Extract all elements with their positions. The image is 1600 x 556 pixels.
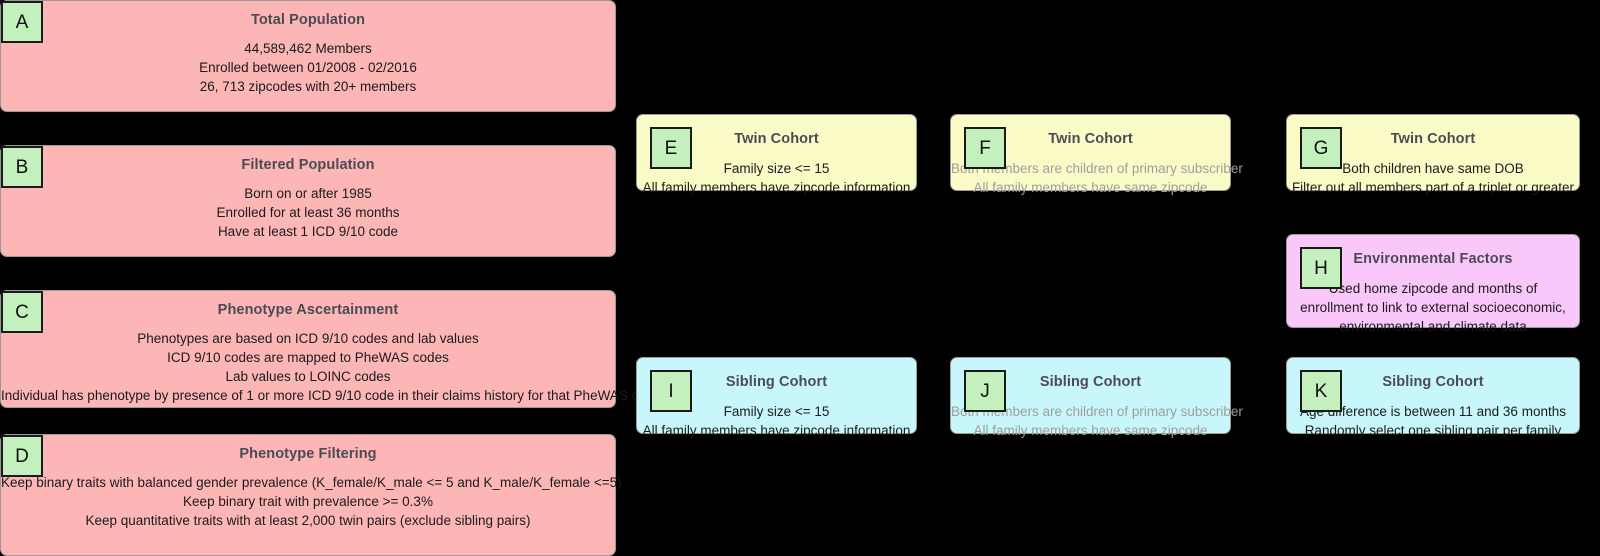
node-j-line-2: All family members have same zipcode <box>973 423 1208 438</box>
node-k-line-1: Age difference is between 11 and 36 mont… <box>1300 404 1566 419</box>
node-a-line-1: 44,589,462 Members <box>244 41 372 56</box>
node-d-phenotype-filtering[interactable]: D Phenotype Filtering Keep binary traits… <box>0 434 622 556</box>
node-j-badge: J <box>964 370 1006 412</box>
node-g-title: Twin Cohort <box>1390 131 1476 147</box>
node-d-line-1: Keep binary traits with balanced gender … <box>1 475 622 490</box>
node-a-title: Total Population <box>250 12 366 28</box>
node-h-line-1: Used home zipcode and months of enrollme… <box>1300 281 1566 334</box>
node-b-badge: B <box>1 146 43 188</box>
node-d-lines: Keep binary traits with balanced gender … <box>1 473 622 530</box>
node-h-title: Environmental Factors <box>1353 251 1513 267</box>
node-e-lines: Family size <= 15 All family members hav… <box>637 159 916 197</box>
node-a-line-2: Enrolled between 01/2008 - 02/2016 <box>199 60 417 75</box>
node-g-line-2: Filter out all members part of a triplet… <box>1291 180 1575 195</box>
node-a-total-population[interactable]: A Total Population 44,589,462 Members En… <box>0 0 616 112</box>
node-c-badge: C <box>1 291 43 333</box>
node-b-line-3: Have at least 1 ICD 9/10 code <box>217 224 399 239</box>
node-i-sibling-cohort[interactable]: I Sibling Cohort Family size <= 15 All f… <box>636 357 917 438</box>
node-i-title: Sibling Cohort <box>725 374 828 390</box>
node-c-phenotype-ascertainment[interactable]: C Phenotype Ascertainment Phenotypes are… <box>0 290 661 408</box>
node-d-title: Phenotype Filtering <box>239 446 377 462</box>
node-g-lines: Both children have same DOB Filter out a… <box>1287 159 1579 197</box>
node-e-line-2: All family members have zipcode informat… <box>642 180 911 195</box>
node-d-badge: D <box>1 435 43 477</box>
node-a-line-3: 26, 713 zipcodes with 20+ members <box>199 79 417 94</box>
node-e-line-1: Family size <= 15 <box>723 161 830 176</box>
node-j-sibling-cohort[interactable]: J Sibling Cohort Both members are childr… <box>950 357 1243 438</box>
node-f-line-1: Both members are children of primary sub… <box>951 161 1243 176</box>
node-i-lines: Family size <= 15 All family members hav… <box>637 402 916 440</box>
node-j-line-1: Both members are children of primary sub… <box>951 404 1243 419</box>
node-k-lines: Age difference is between 11 and 36 mont… <box>1287 402 1579 440</box>
node-f-lines: Both members are children of primary sub… <box>951 159 1243 197</box>
node-h-lines: Used home zipcode and months of enrollme… <box>1287 279 1579 336</box>
node-d-line-3: Keep quantitative traits with at least 2… <box>85 513 531 528</box>
node-f-twin-cohort[interactable]: F Twin Cohort Both members are children … <box>950 114 1243 195</box>
node-e-title: Twin Cohort <box>734 131 819 147</box>
node-i-line-2: All family members have zipcode informat… <box>642 423 911 438</box>
node-f-badge: F <box>964 127 1006 169</box>
node-b-filtered-population[interactable]: B Filtered Population Born on or after 1… <box>0 145 616 257</box>
node-c-title: Phenotype Ascertainment <box>217 302 399 318</box>
node-c-line-3: Lab values to LOINC codes <box>225 369 391 384</box>
node-g-line-1: Both children have same DOB <box>1342 161 1524 176</box>
node-c-lines: Phenotypes are based on ICD 9/10 codes a… <box>1 329 661 405</box>
node-h-badge: H <box>1300 247 1342 289</box>
node-i-badge: I <box>650 370 692 412</box>
node-j-lines: Both members are children of primary sub… <box>951 402 1243 440</box>
node-k-title: Sibling Cohort <box>1382 374 1484 390</box>
node-k-line-2: Randomly select one sibling pair per fam… <box>1304 423 1562 438</box>
node-e-badge: E <box>650 127 692 169</box>
node-c-line-4: Individual has phenotype by presence of … <box>1 388 661 403</box>
node-b-title: Filtered Population <box>241 157 375 173</box>
node-g-twin-cohort[interactable]: G Twin Cohort Both children have same DO… <box>1286 114 1580 195</box>
node-d-line-2: Keep binary trait with prevalence >= 0.3… <box>183 494 433 509</box>
node-c-line-1: Phenotypes are based on ICD 9/10 codes a… <box>137 331 479 346</box>
node-g-badge: G <box>1300 127 1342 169</box>
node-k-badge: K <box>1300 370 1342 412</box>
node-i-line-1: Family size <= 15 <box>723 404 830 419</box>
node-b-line-1: Born on or after 1985 <box>244 186 372 201</box>
node-b-line-2: Enrolled for at least 36 months <box>216 205 400 220</box>
node-h-environmental-factors[interactable]: H Environmental Factors Used home zipcod… <box>1286 234 1580 334</box>
node-j-title: Sibling Cohort <box>1039 374 1142 390</box>
node-e-twin-cohort[interactable]: E Twin Cohort Family size <= 15 All fami… <box>636 114 917 195</box>
node-f-line-2: All family members have same zipcode <box>973 180 1208 195</box>
node-k-sibling-cohort[interactable]: K Sibling Cohort Age difference is betwe… <box>1286 357 1580 438</box>
node-f-title: Twin Cohort <box>1048 131 1133 147</box>
node-b-lines: Born on or after 1985 Enrolled for at le… <box>1 184 615 241</box>
node-c-line-2: ICD 9/10 codes are mapped to PheWAS code… <box>167 350 449 365</box>
node-a-lines: 44,589,462 Members Enrolled between 01/2… <box>1 39 615 96</box>
node-a-badge: A <box>1 1 43 43</box>
